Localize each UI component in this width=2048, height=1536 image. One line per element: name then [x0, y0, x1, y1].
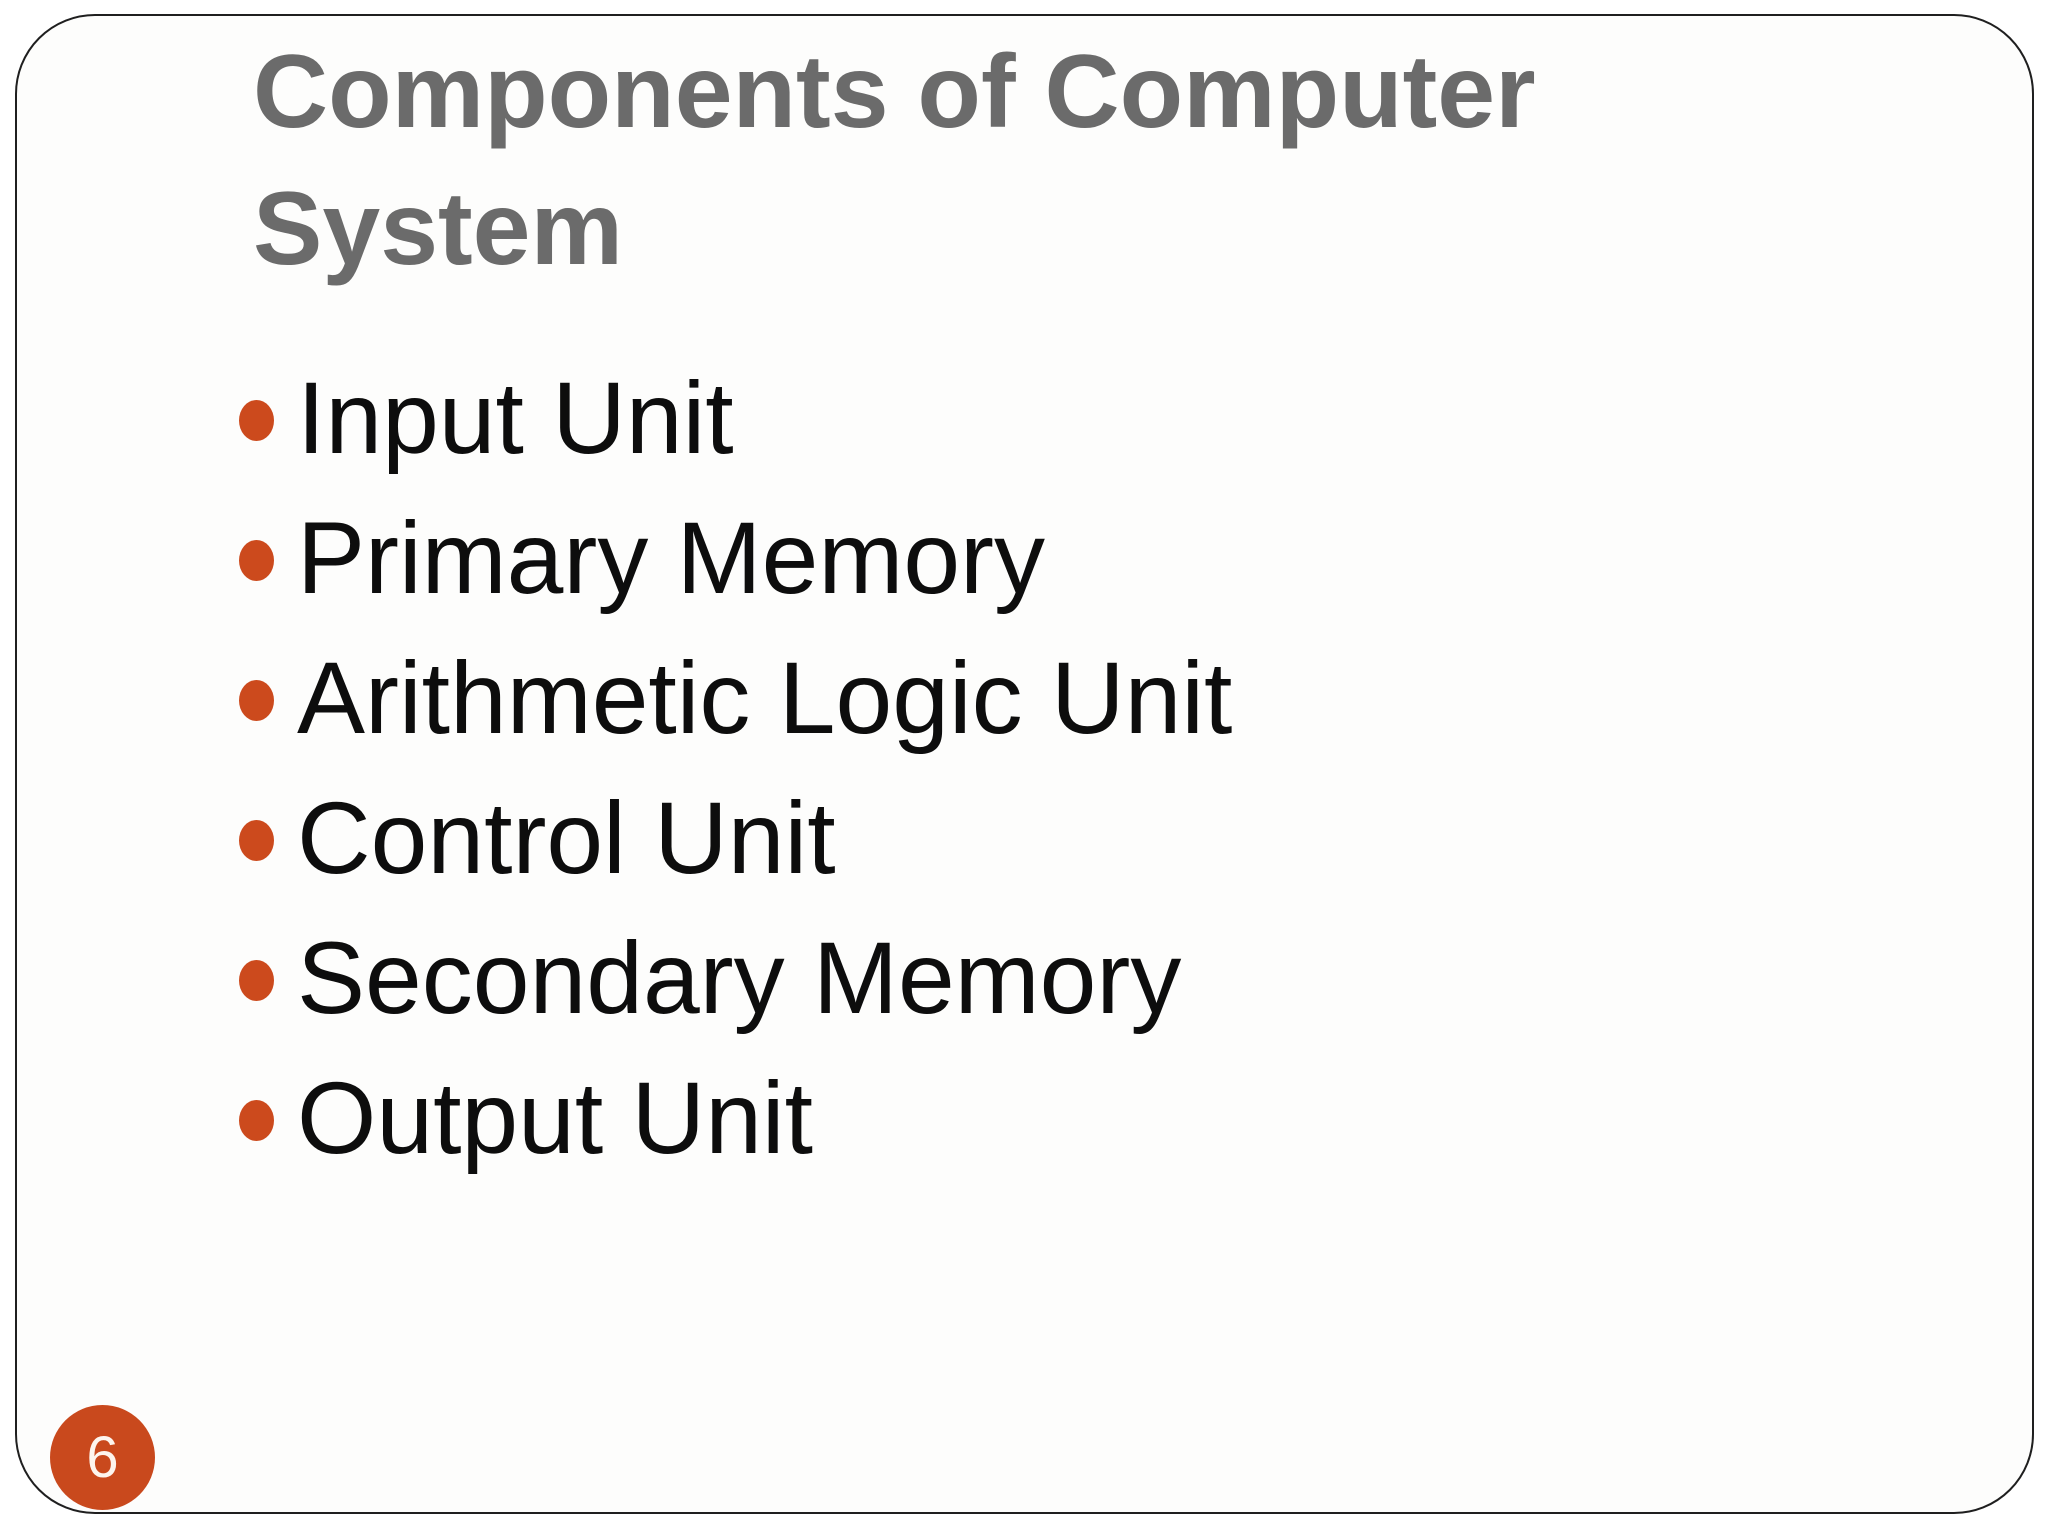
bullet-icon	[239, 1099, 274, 1141]
list-item: Primary Memory	[239, 488, 1839, 628]
list-item: Output Unit	[239, 1048, 1839, 1188]
list-item-label: Primary Memory	[297, 501, 1046, 615]
bullet-icon	[239, 679, 274, 721]
bullet-icon	[239, 819, 274, 861]
bullet-icon	[239, 959, 274, 1001]
bullet-icon	[239, 539, 274, 581]
list-item-label: Output Unit	[297, 1061, 813, 1175]
list-item: Input Unit	[239, 348, 1839, 488]
list-item-label: Secondary Memory	[297, 921, 1182, 1035]
page-number: 6	[86, 1424, 119, 1490]
list-item: Control Unit	[239, 768, 1839, 908]
slide-title: Components of Computer System	[253, 34, 1536, 288]
bullet-icon	[239, 399, 274, 441]
list-item: Arithmetic Logic Unit	[239, 628, 1839, 768]
list-item-label: Control Unit	[297, 781, 836, 895]
list-item-label: Arithmetic Logic Unit	[297, 641, 1233, 755]
bullet-list: Input Unit Primary Memory Arithmetic Log…	[239, 348, 1839, 1188]
slide: Components of Computer System Input Unit…	[15, 14, 2034, 1514]
page-number-badge: 6	[50, 1405, 155, 1510]
list-item-label: Input Unit	[297, 361, 734, 475]
list-item: Secondary Memory	[239, 908, 1839, 1048]
